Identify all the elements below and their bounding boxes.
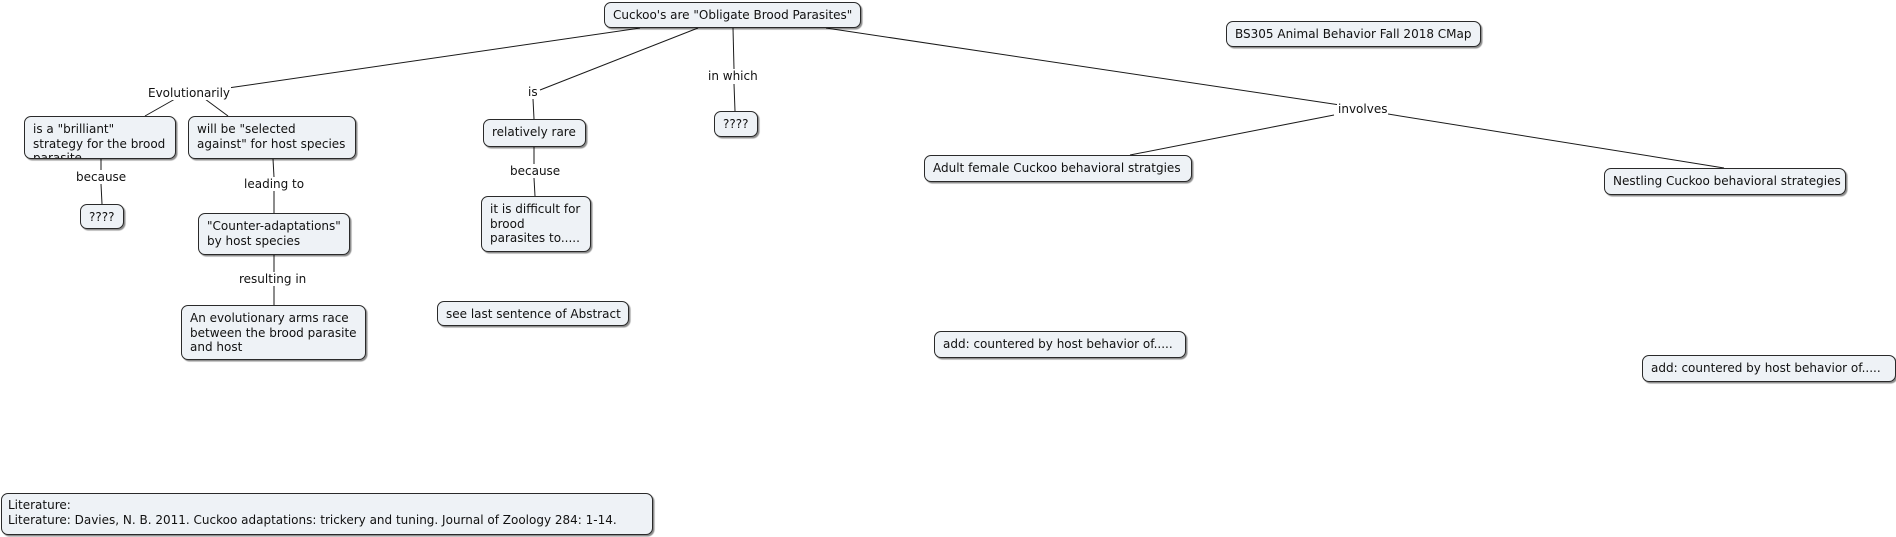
concept-relatively-rare[interactable]: relatively rare	[483, 119, 586, 147]
concept-brilliant[interactable]: is a "brilliant" strategy for the brood …	[24, 116, 176, 159]
link-label-resulting-in[interactable]: resulting in	[238, 272, 308, 286]
link-label-in-which[interactable]: in which	[707, 69, 759, 83]
link-involves-adult	[1129, 114, 1335, 156]
concept-add-host-behavior-1[interactable]: add: countered by host behavior of.....	[934, 331, 1186, 358]
link-selected-leadingto	[272, 158, 275, 178]
concept-difficult[interactable]: it is difficult for brood parasites to..…	[481, 196, 591, 252]
literature-line-2: Literature: Davies, N. B. 2011. Cuckoo a…	[8, 512, 617, 527]
concept-adult-female[interactable]: Adult female Cuckoo behavioral stratgies	[924, 155, 1192, 182]
link-label-because-1[interactable]: because	[75, 170, 128, 184]
link-root-inwhich	[732, 27, 735, 70]
link-involves-nestling	[1387, 113, 1725, 169]
link-label-is[interactable]: is	[527, 85, 539, 99]
concept-add-host-behavior-2[interactable]: add: countered by host behavior of.....	[1642, 355, 1896, 382]
concept-literature[interactable]: Literature: Literature: Davies, N. B. 20…	[1, 493, 653, 535]
concept-see-last-sentence[interactable]: see last sentence of Abstract	[437, 301, 629, 326]
link-evolutionarily-brilliant	[144, 98, 176, 117]
link-label-leading-to[interactable]: leading to	[243, 177, 306, 191]
link-label-involves[interactable]: involves	[1337, 102, 1389, 116]
link-because-q1	[100, 183, 103, 205]
link-root-evolutionarily	[227, 27, 641, 89]
link-because-difficult	[533, 177, 536, 197]
link-evolutionarily-selected	[204, 98, 229, 117]
concept-selected-against[interactable]: will be "selected against" for host spec…	[188, 116, 356, 159]
literature-line-1: Literature:	[8, 498, 71, 512]
link-is-rare	[532, 98, 535, 120]
concept-cmap-title[interactable]: BS305 Animal Behavior Fall 2018 CMap	[1226, 21, 1481, 47]
concept-counter-adaptations[interactable]: "Counter-adaptations" by host species	[198, 213, 350, 255]
link-root-involves	[825, 27, 1341, 106]
concept-nestling[interactable]: Nestling Cuckoo behavioral strategies	[1604, 168, 1846, 195]
concept-arms-race[interactable]: An evolutionary arms race between the br…	[181, 305, 366, 360]
link-inwhich-q2	[733, 83, 736, 112]
link-label-evolutionarily[interactable]: Evolutionarily	[147, 86, 232, 100]
concept-root[interactable]: Cuckoo's are "Obligate Brood Parasites"	[604, 2, 861, 28]
concept-unknown-1[interactable]: ????	[80, 204, 124, 229]
link-label-because-2[interactable]: because	[509, 164, 562, 178]
link-root-is	[539, 27, 699, 91]
concept-unknown-2[interactable]: ????	[714, 111, 758, 137]
